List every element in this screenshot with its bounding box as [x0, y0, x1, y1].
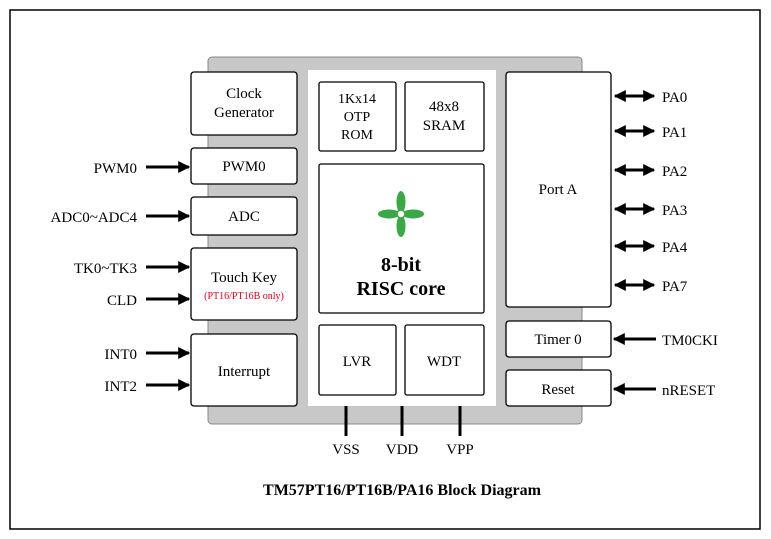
clock-generator-block: Clock Generator	[190, 71, 298, 136]
pa0-signal: PA0	[613, 90, 687, 106]
vpp-pin: VPP	[446, 406, 474, 458]
pa3-label: PA3	[662, 203, 687, 219]
vss-label: VSS	[332, 442, 360, 458]
rom-label-1: 1Kx14	[338, 92, 376, 107]
port-a-label: Port A	[539, 182, 578, 198]
pa1-signal: PA1	[613, 125, 687, 141]
adc-block-label: ADC	[228, 209, 260, 225]
pa4-signal: PA4	[613, 240, 688, 256]
wdt-block: WDT	[404, 324, 485, 396]
clock-generator-label-2: Generator	[214, 105, 274, 121]
tk-signal: TK0~TK3	[74, 261, 191, 277]
interrupt-label: Interrupt	[218, 364, 271, 380]
lvr-block: LVR	[318, 324, 397, 396]
vpp-label: VPP	[446, 442, 474, 458]
interrupt-block: Interrupt	[190, 333, 298, 407]
pa7-label: PA7	[662, 279, 688, 295]
core-label-1: 8-bit	[381, 254, 421, 276]
pwm-block-label: PWM0	[222, 159, 265, 175]
int2-signal-label: INT2	[105, 379, 138, 395]
timer0-block: Timer 0	[505, 320, 612, 358]
pwm0-signal: PWM0	[94, 161, 191, 177]
tm0cki-signal: TM0CKI	[612, 333, 718, 349]
wdt-label: WDT	[427, 354, 461, 370]
int2-signal: INT2	[105, 379, 191, 395]
cld-signal: CLD	[107, 293, 191, 309]
sram-label-1: 48x8	[429, 99, 459, 115]
timer0-label: Timer 0	[534, 332, 581, 348]
touch-key-block: Touch Key (PT16/PT16B only)	[190, 247, 298, 321]
reset-block: Reset	[505, 369, 612, 407]
sram-block: 48x8 SRAM	[404, 81, 485, 152]
tk-signal-label: TK0~TK3	[74, 261, 137, 277]
lvr-label: LVR	[343, 354, 372, 370]
core-label-2: RISC core	[356, 278, 445, 300]
pa2-label: PA2	[662, 164, 687, 180]
vss-pin: VSS	[332, 406, 360, 458]
pa7-signal: PA7	[613, 279, 688, 295]
int0-signal-label: INT0	[105, 347, 138, 363]
vdd-pin: VDD	[386, 406, 419, 458]
port-a-block: Port A	[505, 71, 612, 308]
touch-key-label: Touch Key	[211, 270, 278, 286]
pa1-label: PA1	[662, 125, 687, 141]
reset-label: Reset	[541, 382, 575, 398]
pa4-label: PA4	[662, 240, 688, 256]
adc-signal: ADC0~ADC4	[51, 210, 191, 226]
int0-signal: INT0	[105, 347, 191, 363]
nreset-signal: nRESET	[612, 383, 715, 399]
rom-block: 1Kx14 OTP ROM	[318, 81, 397, 152]
pa2-signal: PA2	[613, 164, 687, 180]
rom-label-3: ROM	[341, 128, 373, 143]
sram-label-2: SRAM	[423, 118, 466, 134]
adc-block: ADC	[190, 196, 298, 236]
pwm-block: PWM0	[190, 147, 298, 185]
core-logo-icon	[378, 191, 424, 237]
rom-label-2: OTP	[344, 110, 371, 125]
pa3-signal: PA3	[613, 203, 687, 219]
cld-signal-label: CLD	[107, 293, 137, 309]
tm0cki-label: TM0CKI	[662, 333, 718, 349]
touch-key-note: (PT16/PT16B only)	[204, 291, 284, 302]
risc-core-block: 8-bit RISC core	[318, 163, 485, 314]
outer-frame	[9, 9, 761, 530]
pwm0-signal-label: PWM0	[94, 161, 137, 177]
nreset-label: nRESET	[662, 383, 715, 399]
pa0-label: PA0	[662, 90, 687, 106]
clock-generator-label-1: Clock	[226, 86, 262, 102]
adc-signal-label: ADC0~ADC4	[51, 210, 138, 226]
diagram-title: TM57PT16/PT16B/PA16 Block Diagram	[263, 482, 542, 499]
vdd-label: VDD	[386, 442, 419, 458]
